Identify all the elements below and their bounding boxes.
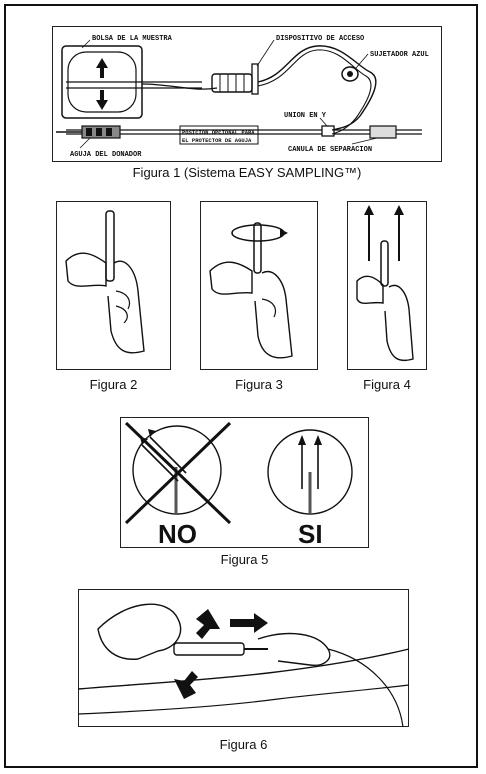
rotate-arrow-icon	[231, 224, 285, 242]
si-label: SI	[298, 519, 323, 549]
figure1-panel	[52, 26, 442, 162]
arrow-up-icon	[298, 435, 306, 445]
figure4-illustration	[356, 205, 414, 362]
tube-segment	[380, 240, 389, 287]
right-hand	[257, 632, 331, 666]
tube-segment	[105, 210, 115, 282]
figure1-diagram: BOLSA DE LA MUESTRA DISPOSITIVO DE ACCES…	[56, 35, 429, 159]
figure5-caption: Figura 5	[220, 552, 269, 567]
label-needle: AGUJA DEL DONADOR	[70, 151, 142, 159]
left-hand	[356, 275, 384, 304]
left-hand	[97, 603, 182, 660]
arm	[77, 648, 410, 690]
cross-line	[124, 421, 232, 525]
arrow-up-icon	[364, 205, 374, 215]
page-border	[4, 4, 478, 768]
access-device	[211, 63, 259, 95]
right-hand	[254, 270, 293, 359]
arrow-right-icon	[230, 613, 268, 633]
figure6-caption: Figura 6	[219, 737, 268, 752]
label-separation: CANULA DE SEPARACION	[288, 146, 372, 154]
label-optional-2: EL PROTECTOR DE AGUJA	[182, 137, 252, 144]
blue-clamp	[341, 66, 359, 82]
figure4-caption: Figura 4	[363, 377, 411, 392]
left-hand	[209, 261, 253, 295]
figure1-caption: Figura 1 (Sistema EASY SAMPLING™)	[132, 165, 362, 180]
left-hand	[65, 252, 107, 287]
arrow-down-icon	[96, 90, 108, 110]
tube-segment	[253, 222, 262, 274]
no-label: NO	[158, 519, 197, 549]
figure6-panel	[78, 589, 409, 727]
figure2-caption: Figura 2	[89, 377, 138, 392]
arrow-up-icon	[174, 671, 198, 699]
label-optional-1: POSICION OPCIONAL PARA	[182, 129, 255, 136]
figure5-panel	[120, 417, 369, 548]
figure3-illustration	[209, 222, 293, 359]
arrow-up-icon	[96, 58, 108, 78]
arrow-down-icon	[196, 609, 220, 639]
label-y-union: UNION EN Y	[284, 112, 327, 120]
separation-cannula	[369, 125, 397, 139]
donor-needle	[56, 125, 121, 139]
label-access: DISPOSITIVO DE ACCESO	[276, 35, 364, 43]
y-union	[321, 125, 335, 137]
needle-device	[173, 642, 245, 656]
figure3-caption: Figura 3	[235, 377, 283, 392]
right-hand	[384, 284, 414, 362]
figure6-illustration	[77, 603, 410, 728]
label-bag: BOLSA DE LA MUESTRA	[92, 35, 173, 43]
right-hand	[107, 260, 145, 354]
figure5-illustration: NO SI	[124, 421, 353, 549]
arrow-up-icon	[394, 205, 404, 215]
figure2-illustration	[65, 210, 145, 354]
label-clamp: SUJETADOR AZUL	[370, 51, 429, 59]
arrow-up-icon	[314, 435, 322, 445]
